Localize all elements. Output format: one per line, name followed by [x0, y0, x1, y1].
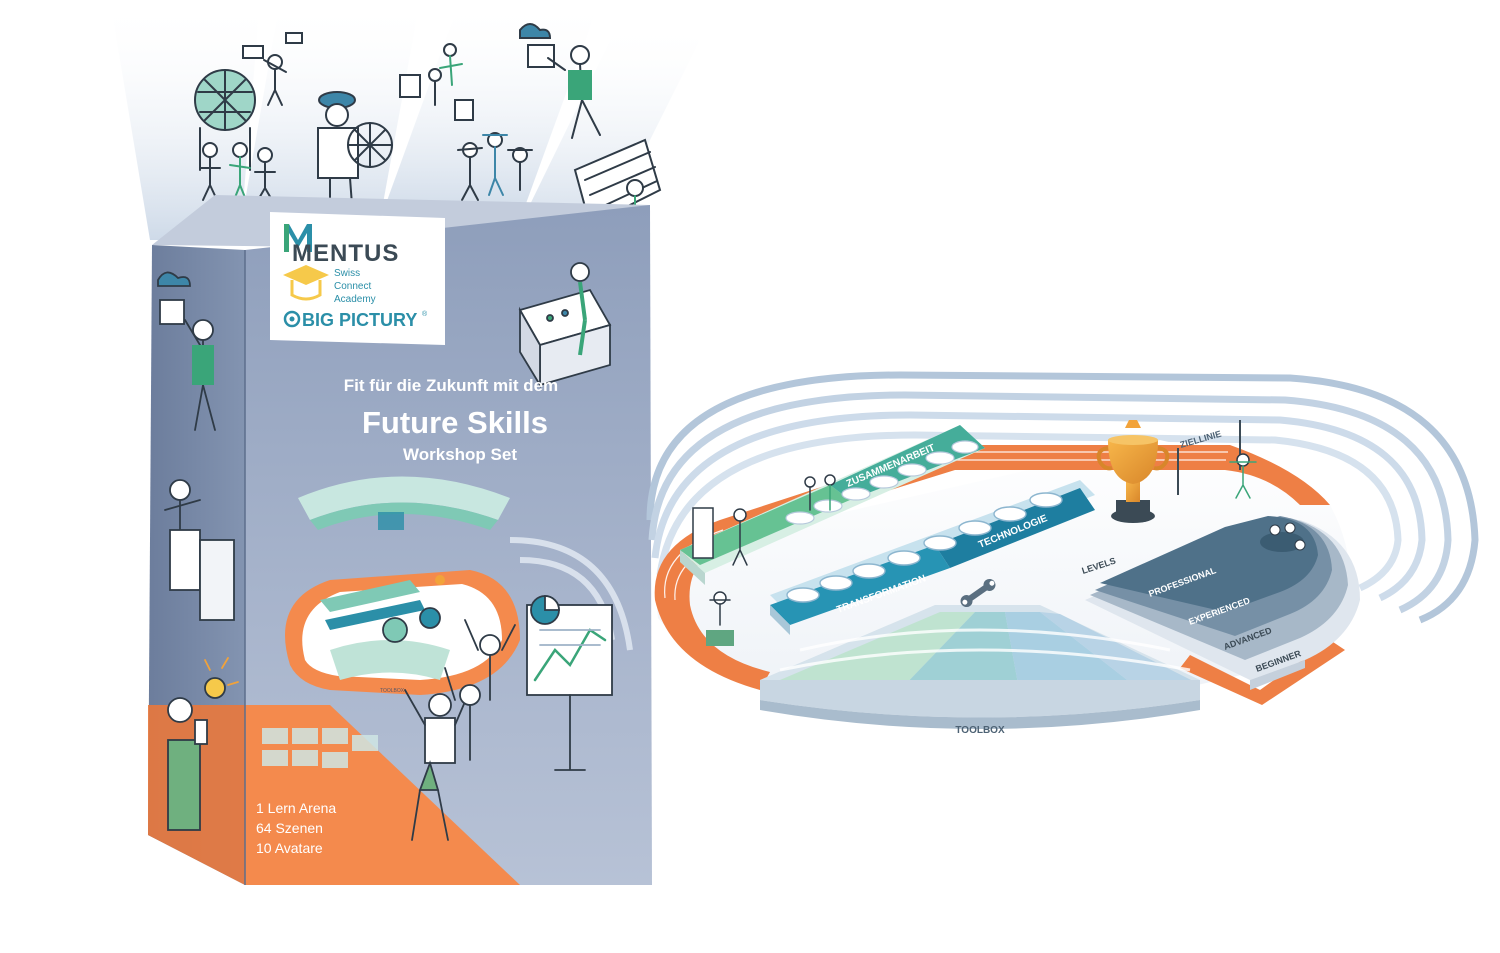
svg-text:Swiss: Swiss — [334, 268, 360, 279]
mentus-logo: MENTUS — [284, 224, 399, 267]
box-headline-line1: Fit für die Zukunft mit dem — [344, 376, 558, 395]
levels-stack: LEVELS PROFESSIONAL EXPERIENCED ADVANCED… — [1081, 516, 1360, 690]
control-panel-sketch — [518, 262, 612, 389]
zusammenarbeit-row: ZUSAMMENARBEIT — [680, 425, 985, 585]
person-cloud-device — [519, 23, 601, 139]
stand-lanes — [646, 371, 1479, 624]
arena-sketch-people — [692, 453, 1257, 646]
swiss-connect-academy-logo: Swiss Connect Academy — [283, 265, 376, 305]
product-box: MENTUS Swiss Connect Academy BIG PICTURY… — [148, 195, 652, 885]
svg-text:Connect: Connect — [334, 281, 371, 292]
svg-text:MENTUS: MENTUS — [292, 240, 399, 267]
contents-item-avatars: 10 Avatare — [256, 840, 323, 856]
people-cheering — [457, 132, 533, 201]
network-globe-icon — [194, 69, 256, 171]
zusammenarbeit-tiles — [785, 440, 979, 525]
people-and-screen — [382, 595, 613, 841]
box-headline-line3: Workshop Set — [403, 445, 517, 464]
mini-toolbox-label: TOOLBOX — [380, 688, 405, 694]
scene-thumbnails — [262, 728, 378, 768]
logo-card: MENTUS Swiss Connect Academy BIG PICTURY… — [270, 212, 445, 345]
svg-text:®: ® — [422, 310, 428, 318]
person-with-sign — [242, 32, 303, 106]
box-headline-line2: Future Skills — [362, 405, 548, 440]
contents-item-scenes: 64 Szenen — [256, 820, 323, 836]
chairs-people — [399, 43, 474, 121]
big-pictury-logo: BIG PICTURY ® — [283, 310, 428, 330]
contents-item-arena: 1 Lern Arena — [256, 800, 336, 816]
label-toolbox: TOOLBOX — [955, 725, 1005, 736]
trophy-icon — [1096, 420, 1170, 523]
side-sketch-figures — [157, 271, 239, 831]
technologie-tiles — [786, 492, 1063, 603]
svg-text:BIG PICTURY: BIG PICTURY — [302, 310, 417, 330]
people-group-left — [199, 142, 276, 201]
learning-arena: ZUSAMMENARBEIT TRANSFORMATION TECHNOLOGI… — [646, 371, 1479, 736]
toolbox-stand: TOOLBOX — [760, 578, 1200, 736]
svg-text:Academy: Academy — [334, 294, 376, 305]
wrench-icon — [960, 578, 996, 608]
